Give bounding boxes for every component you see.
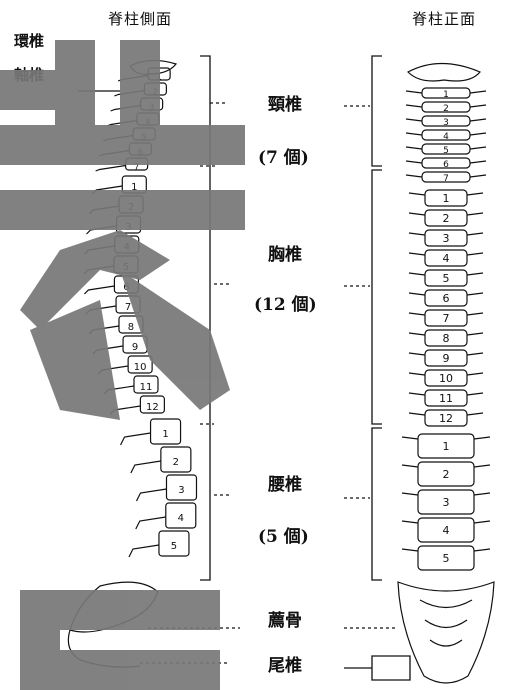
- side-vertebra-lumbar-5: 5: [129, 531, 189, 557]
- front-vertebra-number: 7: [443, 174, 449, 184]
- side-vertebra-number: 4: [178, 513, 184, 524]
- front-atlas: [408, 64, 480, 82]
- front-vertebra-lumbar-1: 1: [402, 434, 490, 458]
- front-vertebra-number: 1: [443, 192, 450, 205]
- front-vertebra-thoracic-4: 4: [409, 250, 483, 266]
- front-vertebra-cervical-7: 7: [406, 172, 486, 184]
- front-vertebra-number: 4: [443, 132, 449, 142]
- front-vertebra-number: 4: [443, 252, 450, 265]
- side-vertebra-number: 7: [125, 302, 131, 313]
- side-vertebra-number: 8: [128, 322, 134, 333]
- front-vertebra-lumbar-3: 3: [402, 490, 490, 514]
- front-sacrum: [398, 582, 494, 683]
- front-vertebra-thoracic-9: 9: [409, 350, 483, 366]
- front-vertebra-number: 9: [443, 352, 450, 365]
- side-vertebra-number: 12: [146, 402, 159, 413]
- front-brackets: [344, 56, 410, 680]
- front-vertebra-thoracic-12: 12: [409, 410, 483, 426]
- front-vertebra-cervical-5: 5: [406, 144, 486, 156]
- side-vertebra-number: 1: [162, 429, 168, 440]
- front-vertebra-cervical-1: 1: [406, 88, 486, 100]
- front-vertebra-number: 1: [443, 90, 449, 100]
- front-vertebra-number: 3: [443, 496, 450, 509]
- front-vertebra-number: 5: [443, 552, 450, 565]
- side-vertebra-number: 5: [171, 541, 177, 552]
- front-vertebra-cervical-2: 2: [406, 102, 486, 114]
- front-vertebra-thoracic-10: 10: [409, 370, 483, 386]
- front-vertebra-number: 6: [443, 292, 450, 305]
- front-vertebra-thoracic-11: 11: [409, 390, 483, 406]
- front-vertebra-lumbar-5: 5: [402, 546, 490, 570]
- front-vertebra-thoracic-8: 8: [409, 330, 483, 346]
- front-vertebra-cervical-3: 3: [406, 116, 486, 128]
- front-vertebra-number: 2: [443, 212, 450, 225]
- front-vertebra-thoracic-1: 1: [409, 190, 483, 206]
- front-vertebra-cervical-4: 4: [406, 130, 486, 142]
- front-vertebra-cervical-6: 6: [406, 158, 486, 170]
- side-vertebra-number: 9: [132, 342, 138, 353]
- front-vertebra-number: 7: [443, 312, 450, 325]
- front-vertebra-number: 6: [443, 160, 449, 170]
- front-vertebra-number: 2: [443, 104, 449, 114]
- side-vertebra-lumbar-3: 3: [136, 475, 196, 501]
- watermark: [0, 40, 245, 690]
- front-vertebra-number: 5: [443, 146, 449, 156]
- front-vertebra-number: 5: [443, 272, 450, 285]
- front-vertebra-lumbar-2: 2: [402, 462, 490, 486]
- front-vertebra-thoracic-3: 3: [409, 230, 483, 246]
- side-vertebra-number: 3: [178, 485, 184, 496]
- front-vertebra-thoracic-2: 2: [409, 210, 483, 226]
- front-vertebra-lumbar-4: 4: [402, 518, 490, 542]
- side-vertebra-number: 11: [140, 382, 153, 393]
- front-vertebra-number: 3: [443, 118, 449, 128]
- side-vertebra-lumbar-4: 4: [136, 503, 196, 529]
- front-vertebra-number: 4: [443, 524, 450, 537]
- front-vertebra-number: 1: [443, 440, 450, 453]
- front-vertebra-thoracic-7: 7: [409, 310, 483, 326]
- front-vertebra-thoracic-5: 5: [409, 270, 483, 286]
- front-vertebra-number: 12: [439, 412, 453, 425]
- side-vertebra-lumbar-1: 1: [121, 419, 181, 445]
- side-vertebra-number: 2: [173, 457, 179, 468]
- front-vertebra-number: 11: [439, 392, 453, 405]
- front-vertebra-number: 3: [443, 232, 450, 245]
- side-vertebra-number: 10: [134, 362, 147, 373]
- side-vertebra-lumbar-2: 2: [131, 447, 191, 473]
- front-vertebra-number: 2: [443, 468, 450, 481]
- front-vertebra-number: 10: [439, 372, 453, 385]
- front-vertebra-thoracic-6: 6: [409, 290, 483, 306]
- front-vertebra-number: 8: [443, 332, 450, 345]
